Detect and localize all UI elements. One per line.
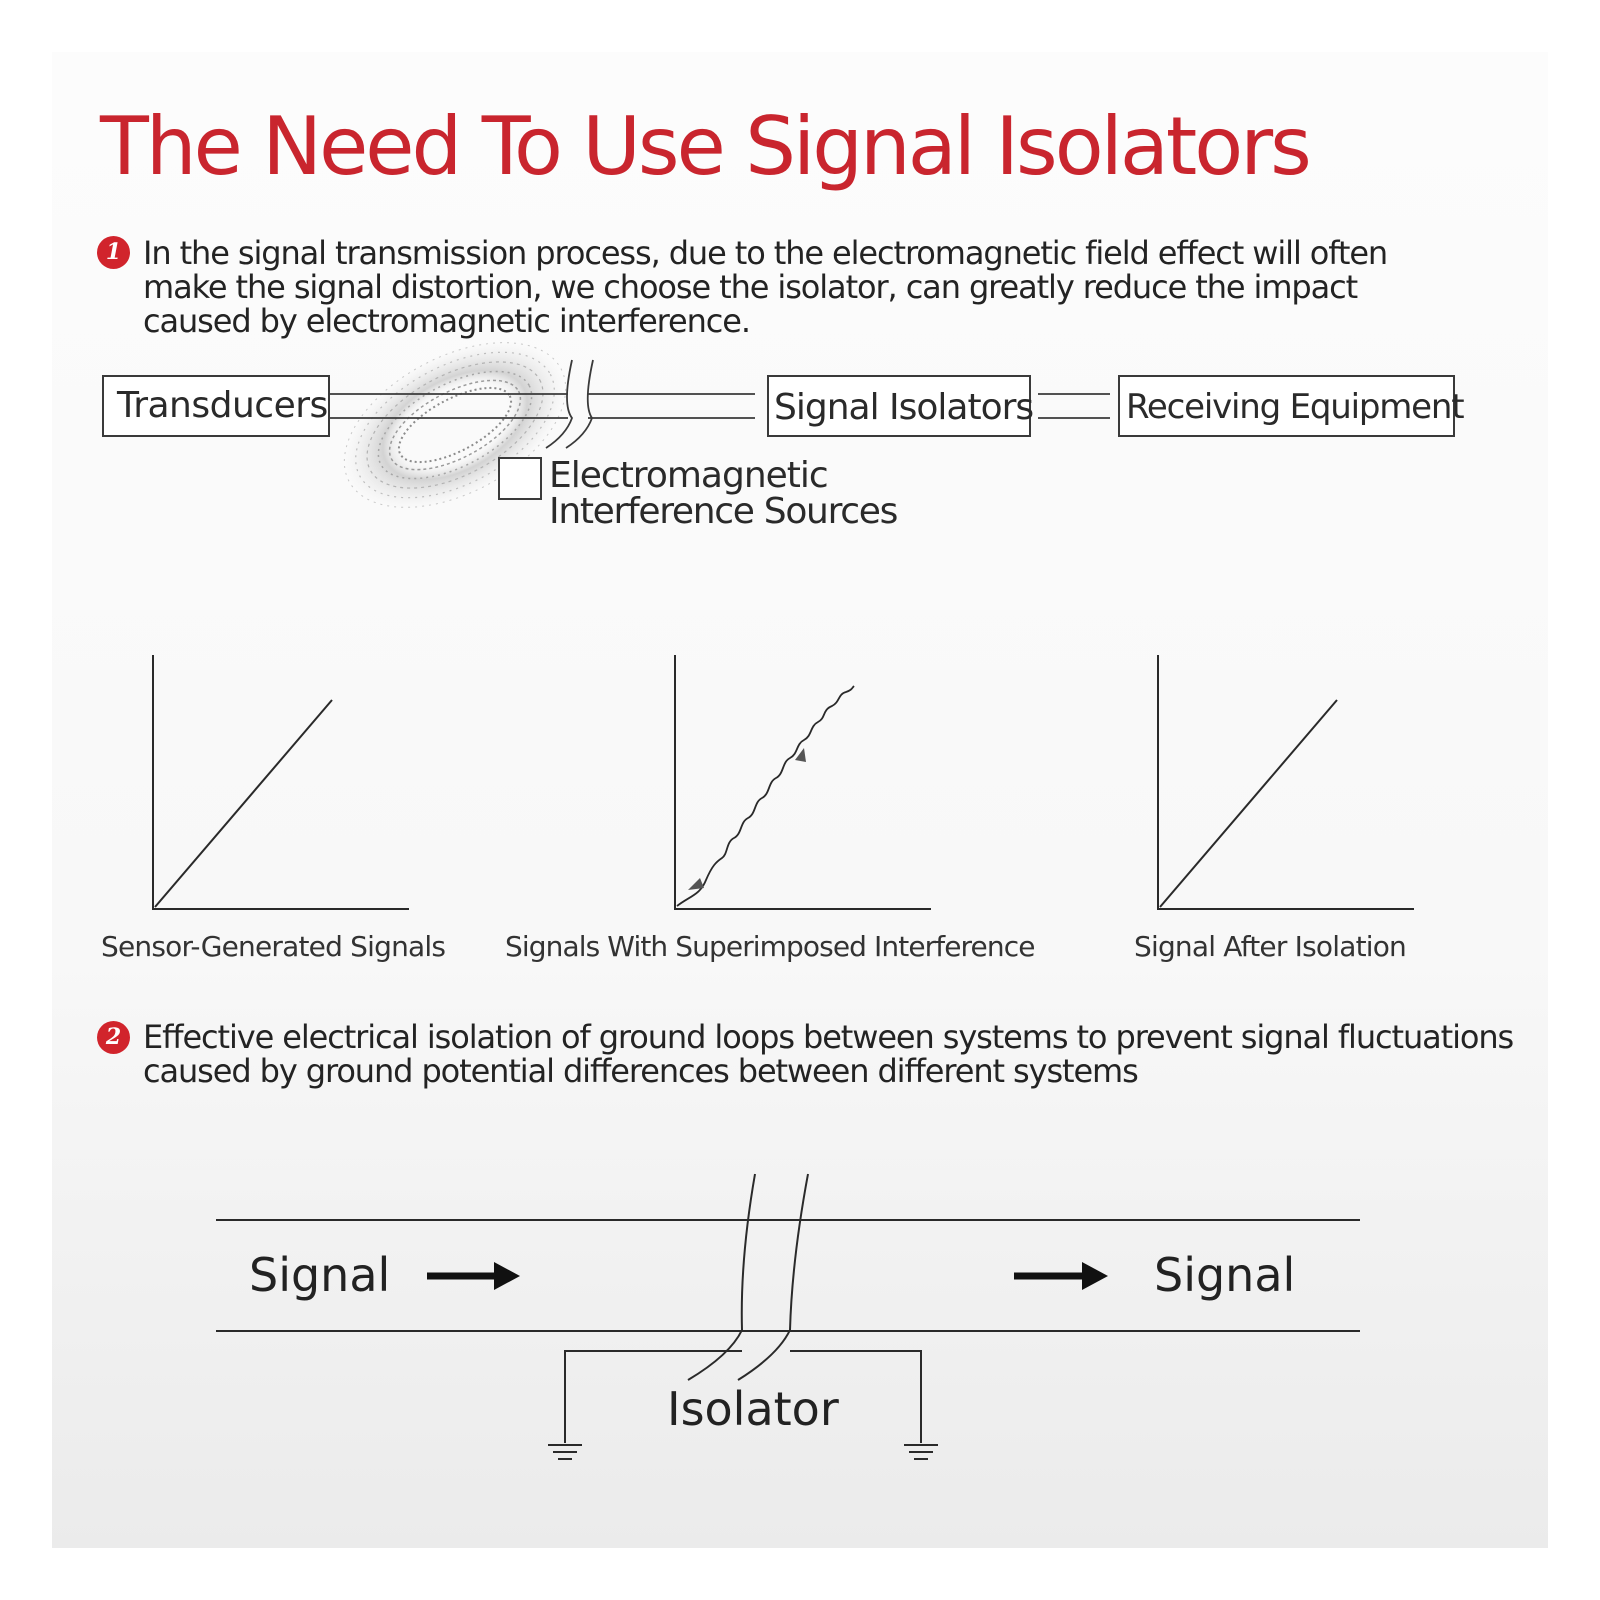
left-arrow-icon [427, 1262, 520, 1290]
transducers-box [102, 375, 330, 437]
graph-2-noise-burst-2 [795, 748, 806, 762]
interference-label-line1: Electromagnetic [549, 455, 829, 496]
graph-2-noisy-signal-line [676, 685, 855, 907]
line-break-marks [545, 359, 594, 449]
right-arrow-icon [1014, 1262, 1108, 1290]
transducers-label: Transducers [117, 385, 328, 426]
signal-isolators-label: Signal Isolators [774, 387, 1034, 428]
transmission-lines [330, 393, 1110, 419]
graph-sensor-signals [152, 655, 409, 910]
graph-1-signal-line [154, 699, 333, 908]
graph-interference-signals [674, 655, 931, 910]
signal-input-label: Signal [249, 1248, 391, 1302]
point-1-text: In the signal transmission process, due … [143, 234, 1388, 340]
graph-1-axes [152, 655, 409, 910]
page-title: The Need To Use Signal Isolators [100, 100, 1312, 193]
graph-1-caption: Sensor-Generated Signals [101, 930, 446, 963]
right-ground-icon [904, 1444, 938, 1460]
background-panel [52, 52, 1548, 1548]
graph-isolated-signals [1157, 655, 1414, 910]
receiving-equipment-label: Receiving Equipment [1126, 387, 1465, 427]
bullet-number-2: 2 [97, 1021, 130, 1054]
right-ground-wire [790, 1350, 922, 1443]
left-ground-icon [548, 1444, 582, 1460]
point-2-text: Effective electrical isolation of ground… [143, 1018, 1514, 1090]
receiving-equipment-box [1118, 375, 1455, 437]
graph-2-noise-burst-1 [688, 878, 704, 890]
graph-3-signal-line [1159, 699, 1338, 908]
graph-2-axes [674, 655, 931, 910]
interference-label-line2: Interference Sources [549, 491, 898, 532]
bullet-number-1: 1 [97, 236, 130, 269]
isolator-label: Isolator [667, 1382, 839, 1436]
graph-2-caption: Signals With Superimposed Interference [505, 930, 1035, 963]
left-ground-wire [564, 1350, 742, 1443]
interference-source-square-icon [498, 457, 542, 500]
graph-3-axes [1157, 655, 1414, 910]
ground-loop-diagram [216, 1173, 1360, 1443]
isolator-break-mark-left [687, 1173, 756, 1381]
graph-3-caption: Signal After Isolation [1134, 930, 1407, 963]
signal-isolators-box [767, 375, 1031, 437]
isolator-break-mark-right [737, 1173, 809, 1381]
signal-output-label: Signal [1154, 1248, 1296, 1302]
